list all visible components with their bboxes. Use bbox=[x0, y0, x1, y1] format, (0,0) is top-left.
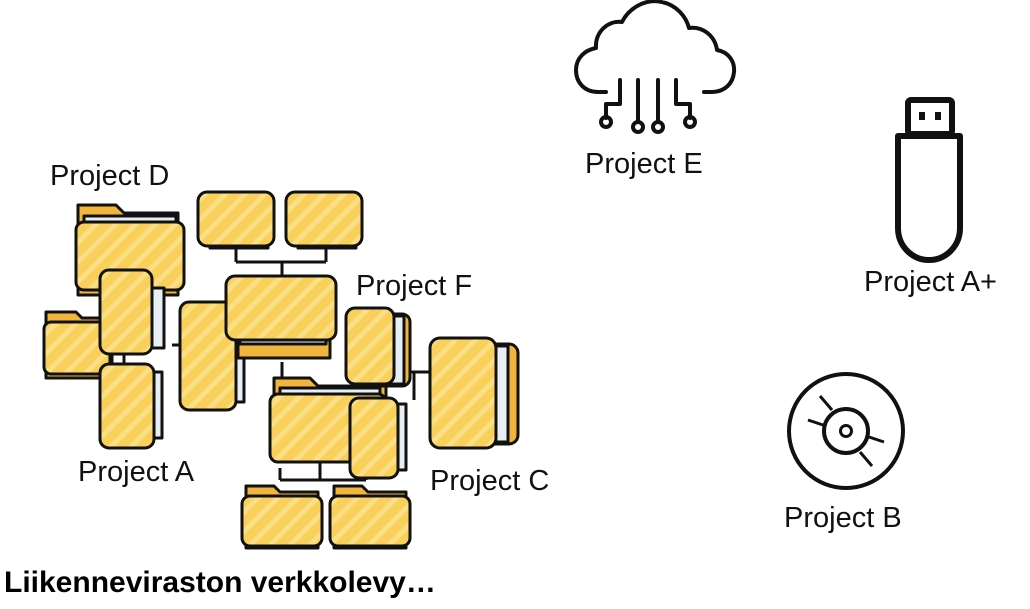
label-project-c: Project C bbox=[430, 465, 550, 497]
footer-title: Liikenneviraston verkkolevy… bbox=[4, 566, 436, 599]
label-project-d: Project D bbox=[50, 160, 170, 192]
cd-disc-icon bbox=[787, 372, 905, 490]
folder-network-icon bbox=[42, 190, 520, 550]
cloud-network-icon bbox=[574, 0, 737, 134]
label-project-a-plus: Project A+ bbox=[864, 266, 997, 298]
label-project-a: Project A bbox=[78, 456, 195, 488]
label-project-f: Project F bbox=[356, 270, 473, 302]
usb-drive-icon bbox=[895, 97, 963, 263]
label-project-b: Project B bbox=[784, 502, 902, 534]
label-project-e: Project E bbox=[585, 148, 703, 180]
